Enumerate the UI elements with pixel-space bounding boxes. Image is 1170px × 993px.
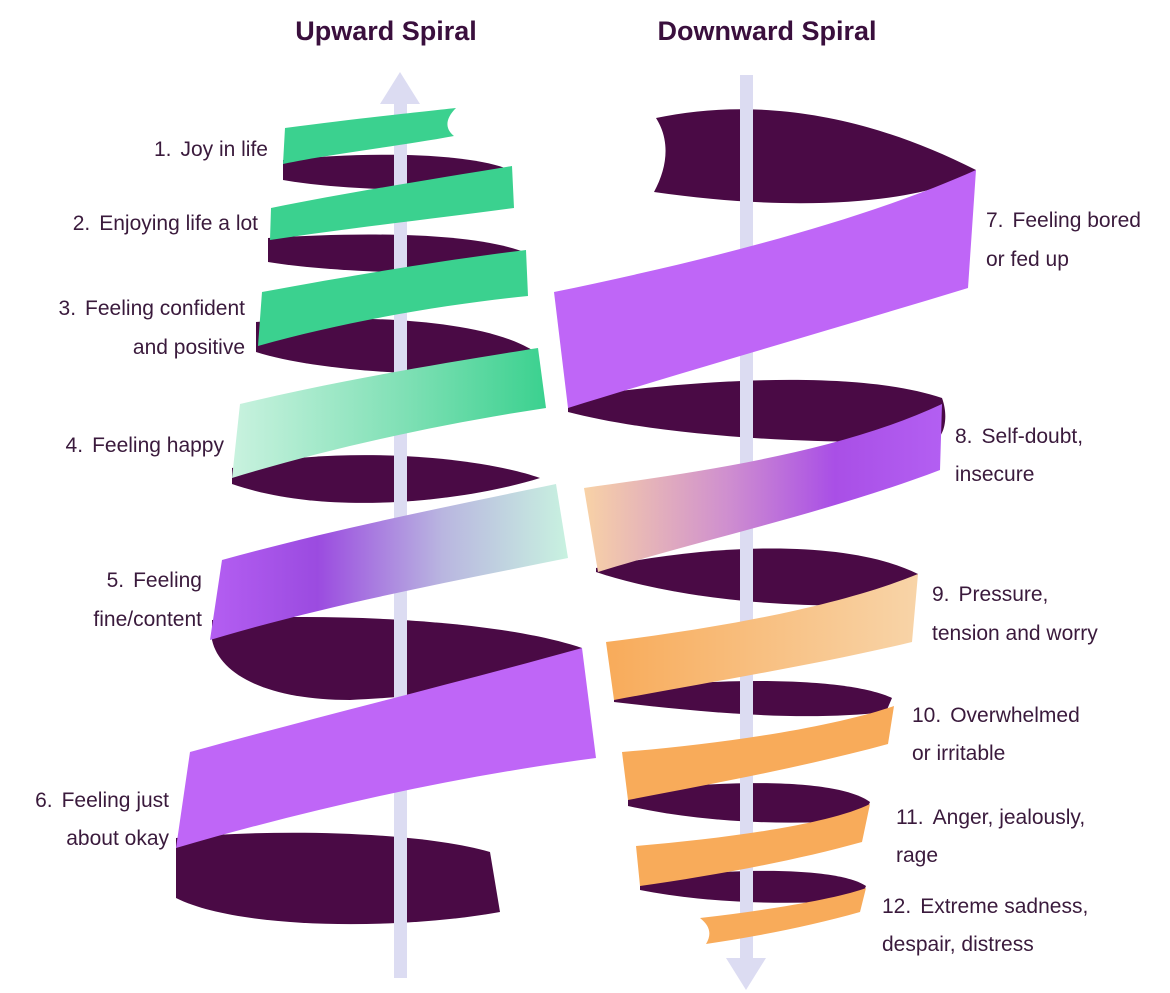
upward-spiral-title: Upward Spiral: [295, 16, 477, 46]
upward-band-confident: [258, 250, 528, 346]
downward-spiral: [554, 75, 976, 990]
label-enjoying-life: 2.Enjoying life a lot: [73, 212, 258, 235]
downward-spiral-title: Downward Spiral: [657, 16, 876, 46]
label-feeling-happy: 4.Feeling happy: [66, 434, 225, 457]
upward-labels: 1.Joy in life 2.Enjoying life a lot 3.Fe…: [35, 138, 268, 850]
label-overwhelmed-line2: or irritable: [912, 742, 1005, 765]
label-feeling-bored-line2: or fed up: [986, 248, 1069, 271]
downward-front-bands: [554, 170, 976, 944]
upward-spiral: [176, 72, 596, 978]
label-extreme-sadness-line2: despair, distress: [882, 933, 1034, 956]
label-pressure: 9.Pressure,: [932, 583, 1048, 606]
label-feeling-okay: 6.Feeling just: [35, 789, 169, 812]
label-feeling-bored: 7.Feeling bored: [986, 209, 1141, 232]
label-pressure-line2: tension and worry: [932, 622, 1098, 645]
label-joy-in-life: 1.Joy in life: [154, 138, 268, 161]
label-feeling-confident: 3.Feeling confident: [59, 297, 246, 320]
downward-labels: 7.Feeling bored or fed up 8.Self-doubt, …: [882, 209, 1141, 956]
label-feeling-fine: 5.Feeling: [107, 569, 202, 592]
label-self-doubt: 8.Self-doubt,: [955, 425, 1083, 448]
label-self-doubt-line2: insecure: [955, 463, 1034, 486]
label-anger: 11.Anger, jealously,: [896, 806, 1085, 829]
downward-band-anger: [636, 804, 870, 886]
downward-back-bands: [568, 109, 976, 903]
downward-band-overwhelmed: [622, 706, 894, 800]
upward-band-joy: [283, 108, 456, 164]
upward-band-happy: [232, 348, 546, 478]
upward-band-fine: [210, 484, 568, 640]
upward-band-okay: [176, 648, 596, 848]
upward-band-enjoying: [270, 166, 514, 240]
label-extreme-sadness: 12.Extreme sadness,: [882, 895, 1088, 918]
downward-band-sadness: [700, 888, 866, 944]
label-feeling-fine-line2: fine/content: [93, 608, 202, 631]
label-anger-line2: rage: [896, 844, 938, 867]
downward-band-pressure: [606, 574, 918, 700]
label-overwhelmed: 10.Overwhelmed: [912, 704, 1080, 727]
downward-band-self-doubt: [584, 404, 942, 572]
label-feeling-confident-line2: and positive: [133, 336, 245, 359]
downward-band-bored: [554, 170, 976, 408]
upward-front-bands: [176, 108, 596, 848]
label-feeling-okay-line2: about okay: [66, 827, 169, 850]
upward-back-bands: [176, 154, 582, 925]
